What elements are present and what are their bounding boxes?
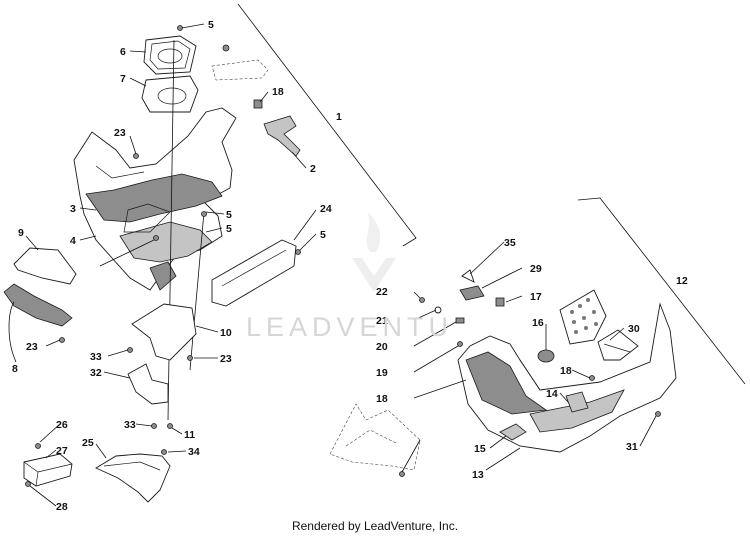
fastener-line-5b — [189, 211, 205, 371]
footer-credit: Rendered by LeadVenture, Inc. — [291, 519, 459, 533]
callout-2: 2 — [310, 163, 316, 175]
callout-6: 6 — [120, 46, 126, 58]
part-18-clip-top — [253, 99, 263, 109]
group-1-bracket — [237, 3, 417, 247]
callout-32: 32 — [90, 367, 102, 379]
part-10-panel — [131, 303, 197, 361]
part-27-module — [23, 453, 73, 487]
callout-11: 11 — [184, 429, 195, 441]
callout-35: 35 — [504, 237, 516, 249]
lower-mount-sketch — [329, 403, 421, 471]
callout-19: 19 — [376, 367, 388, 379]
callout-5: 5 — [226, 223, 232, 235]
hardware-stack — [399, 297, 661, 477]
callout-28: 28 — [56, 501, 68, 513]
callout-22: 22 — [376, 286, 388, 298]
callout-5: 5 — [208, 19, 214, 31]
part-32-bracket — [127, 363, 169, 405]
callout-34: 34 — [188, 446, 200, 458]
part-30-bracket — [597, 329, 639, 361]
leader-lines — [8, 23, 657, 507]
part-8-panel — [3, 283, 73, 327]
callout-13: 13 — [472, 469, 484, 481]
callout-31: 31 — [626, 441, 638, 453]
callout-17: 17 — [530, 291, 542, 303]
part-9-panel — [13, 247, 77, 285]
callout-8: 8 — [12, 363, 18, 375]
callout-12: 12 — [676, 275, 688, 287]
callout-18: 18 — [376, 393, 388, 405]
callout-21: 21 — [376, 315, 388, 327]
callout-14: 14 — [546, 388, 558, 400]
callout-18: 18 — [272, 86, 284, 98]
callout-24: 24 — [320, 203, 332, 215]
watermark-text: LEADVENTU — [246, 312, 454, 342]
group-12-bracket — [577, 197, 746, 385]
callout-7: 7 — [120, 73, 126, 85]
callout-9: 9 — [18, 227, 24, 239]
callout-25: 25 — [82, 437, 94, 449]
part-3-main-panel — [73, 107, 237, 291]
callout-15: 15 — [474, 443, 486, 455]
callout-16: 16 — [532, 317, 544, 329]
part-7-plate — [141, 75, 199, 113]
leadventure-watermark-logo — [352, 212, 396, 292]
upper-bracket-sketch — [211, 44, 269, 81]
callout-23: 23 — [220, 353, 232, 365]
callout-33: 33 — [124, 419, 136, 431]
callout-18: 18 — [560, 365, 572, 377]
callout-10: 10 — [220, 327, 232, 339]
callout-23: 23 — [114, 127, 126, 139]
callout-29: 29 — [530, 263, 542, 275]
grille-plate — [559, 289, 607, 345]
part-15-pad — [499, 423, 527, 441]
callout-1: 1 — [336, 111, 342, 123]
callout-3: 3 — [70, 203, 76, 215]
callout-33: 33 — [90, 351, 102, 363]
part-2-handle — [263, 115, 301, 157]
part-29-latch — [459, 269, 485, 301]
part-6-gasket — [143, 35, 197, 75]
callout-20: 20 — [376, 341, 388, 353]
callout-27: 27 — [56, 445, 68, 457]
part-24-panel — [211, 239, 297, 307]
part-16-grommet — [537, 349, 555, 363]
callout-4: 4 — [70, 235, 76, 247]
part-25-bracket — [95, 453, 171, 503]
callout-23: 23 — [26, 341, 38, 353]
callout-5: 5 — [226, 209, 232, 221]
callout-5: 5 — [320, 229, 326, 241]
callout-30: 30 — [628, 323, 640, 335]
part-17-clip — [495, 297, 505, 307]
callout-26: 26 — [56, 419, 68, 431]
part-14-piece — [565, 391, 589, 413]
